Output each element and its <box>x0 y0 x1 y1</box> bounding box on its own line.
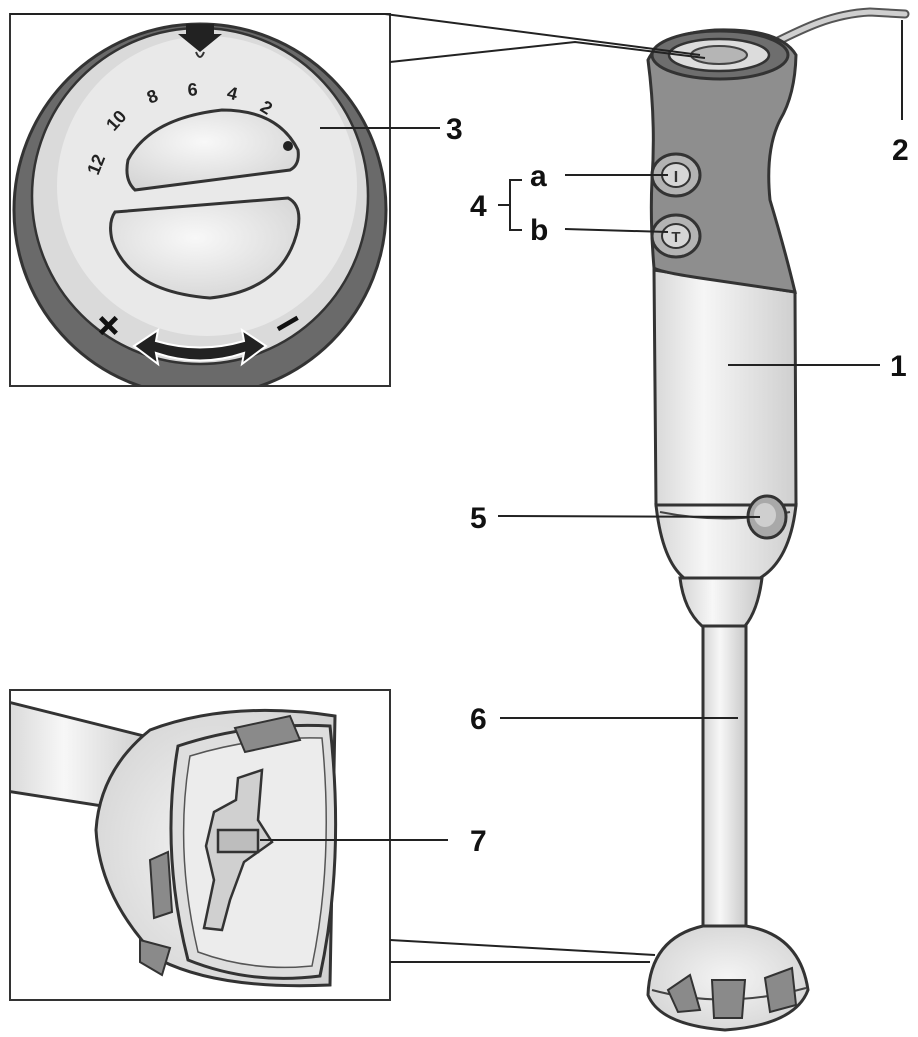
blade-hub <box>216 828 260 854</box>
dial-scale-4: 4 <box>225 82 240 104</box>
inset-window-1 <box>233 714 302 754</box>
hand-blender: I T <box>646 7 910 1032</box>
callout-2: 2 <box>892 134 909 167</box>
dial-off-dot <box>283 141 293 151</box>
dial-inset-connector-bottom <box>389 40 706 63</box>
callout-6: 6 <box>470 703 487 736</box>
dial-knob-lower <box>109 196 301 300</box>
leader-4b <box>564 228 669 233</box>
callout-5: 5 <box>470 502 487 535</box>
dial-inset: 12 10 8 6 4 2 + – <box>9 13 391 387</box>
callout-4b: b <box>530 214 548 247</box>
leader-4-bracket <box>509 179 522 231</box>
dial-inset-connector-top <box>10 13 701 56</box>
guard-window-1 <box>666 973 702 1014</box>
dial-knob-upper <box>125 108 300 192</box>
guard-window-2 <box>710 979 747 1019</box>
inset-window-3 <box>139 938 172 977</box>
dial-rotation-arrow <box>132 327 268 367</box>
leader-lines <box>10 13 903 963</box>
dial-scale-6: 6 <box>187 79 198 100</box>
dial-pointer-arrow <box>178 24 222 52</box>
blade-inset <box>9 689 391 1001</box>
callout-4a: a <box>530 160 547 193</box>
blade-inset-connector-top <box>389 939 656 956</box>
button-b-icon: T <box>671 229 680 246</box>
button-a-icon: I <box>674 169 678 186</box>
callout-4: 4 <box>470 190 487 223</box>
callout-3: 3 <box>446 113 463 146</box>
leader-5 <box>497 515 761 518</box>
callout-7: 7 <box>470 825 487 858</box>
shaft-collar <box>678 576 764 628</box>
guard-window-3 <box>763 966 798 1014</box>
blender-shaft <box>701 624 748 928</box>
callout-1: 1 <box>890 350 907 383</box>
motor-unit <box>652 268 798 507</box>
inset-window-2 <box>148 850 174 920</box>
